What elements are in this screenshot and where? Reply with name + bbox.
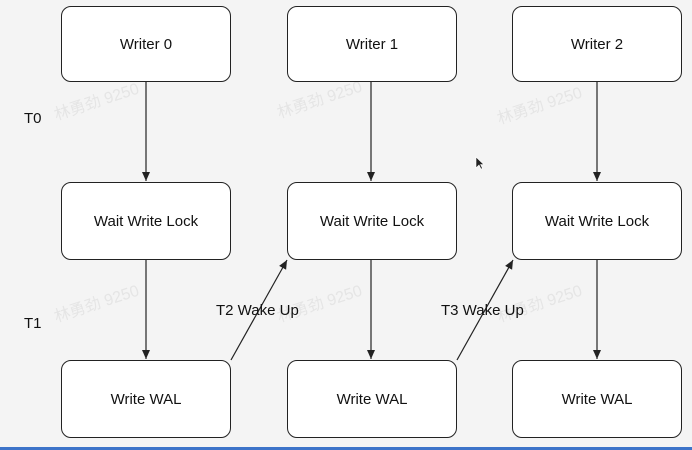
writer-1-box: Writer 1 bbox=[287, 6, 457, 82]
bottom-border bbox=[0, 447, 692, 450]
writer-2-box: Writer 2 bbox=[512, 6, 682, 82]
wait-lock-0-box: Wait Write Lock bbox=[61, 182, 231, 260]
arrow-wal1-wakes-wait2 bbox=[456, 259, 514, 361]
wakeup-label-t3: T3 Wake Up bbox=[441, 302, 524, 319]
wait-lock-1-box: Wait Write Lock bbox=[287, 182, 457, 260]
arrow-wal0-wakes-wait1 bbox=[230, 259, 288, 361]
time-label-t1: T1 bbox=[24, 315, 42, 332]
time-label-t0: T0 bbox=[24, 110, 42, 127]
writer-0-box: Writer 0 bbox=[61, 6, 231, 82]
mouse-cursor-icon bbox=[475, 156, 485, 170]
write-wal-2-box: Write WAL bbox=[512, 360, 682, 438]
write-wal-1-box: Write WAL bbox=[287, 360, 457, 438]
wakeup-label-t2: T2 Wake Up bbox=[216, 302, 299, 319]
write-wal-0-box: Write WAL bbox=[61, 360, 231, 438]
wait-lock-2-box: Wait Write Lock bbox=[512, 182, 682, 260]
